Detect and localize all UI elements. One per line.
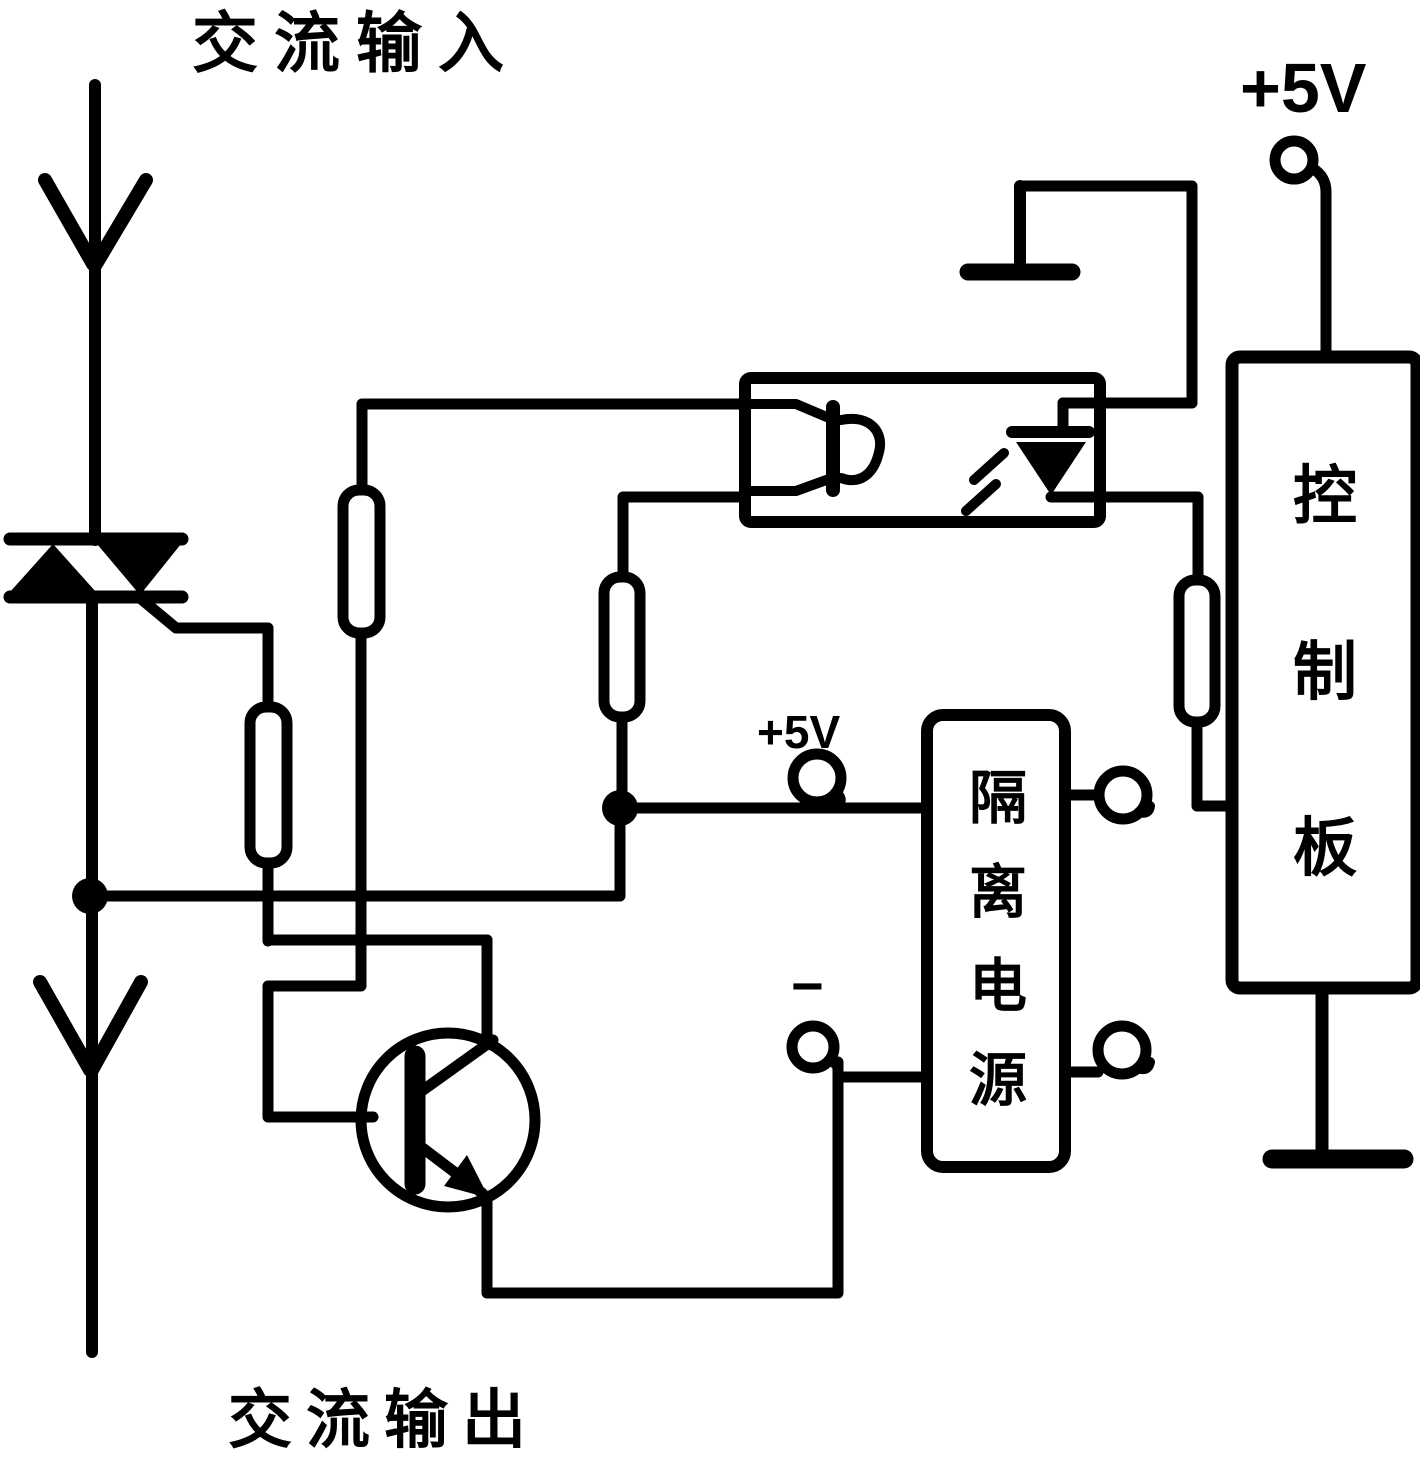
opto-cathode-wire	[1045, 491, 1204, 586]
resistor-r3	[598, 571, 646, 723]
plus5v-top-label: +5V	[1240, 49, 1367, 127]
transistor-circle	[355, 1027, 541, 1213]
control-board-char: 控	[1293, 460, 1357, 532]
emitter-arrow-icon	[444, 1155, 489, 1198]
plus5v-mid-terminal-circle	[787, 748, 847, 808]
terminal-curl	[825, 1055, 844, 1079]
iso-bottom-terminal-circle	[1092, 1020, 1152, 1080]
optocoupler-icon	[739, 372, 1106, 528]
control-board-char: 板	[1293, 812, 1357, 884]
triac-upper-triangle	[97, 544, 181, 595]
isolation-supply-char: 电	[969, 954, 1027, 1019]
ac-input-line	[33, 79, 153, 1358]
main-horizontal-wire	[84, 802, 626, 902]
terminal-curl	[1134, 801, 1155, 818]
phototransistor-hook	[836, 413, 886, 485]
plus5v-mid-label: +5V	[757, 706, 840, 758]
led-light-arrow-icon	[969, 448, 1009, 485]
ac-input-label: 交流输入	[192, 6, 520, 80]
r4-to-control-board-wire	[1191, 716, 1238, 812]
minus-terminal-circle	[786, 1020, 840, 1074]
transistor-collector-line	[413, 1034, 499, 1099]
control-board-char: 制	[1293, 636, 1357, 708]
triac-lower-triangle	[10, 544, 96, 592]
plus5v-to-control-board-wire	[1306, 162, 1332, 363]
iso-top-terminal-circle	[1093, 765, 1153, 825]
ac-output-label: 交流输出	[228, 1384, 540, 1456]
isolation-supply-box: 隔 离 电 源	[921, 709, 1155, 1173]
resistor-r1	[244, 701, 293, 869]
ac-output-arrow-icon	[33, 975, 97, 1077]
emitter-network: −	[481, 954, 933, 1299]
led-light-arrow-icon	[961, 479, 1001, 516]
ac-input-arrow-icon	[89, 173, 153, 271]
led-triangle	[1016, 442, 1086, 495]
phototransistor-bottom-lead	[742, 474, 834, 496]
opto-left-bottom-pin-wire	[617, 491, 751, 583]
terminal-curl	[831, 788, 846, 810]
plus5v-top-terminal-circle	[1269, 135, 1319, 185]
isolation-supply-char: 隔	[969, 766, 1027, 831]
opto-left-top-pin-wire	[356, 398, 751, 496]
base-jog-wire	[262, 627, 379, 1123]
phototransistor-top-lead	[742, 399, 834, 423]
isolation-supply-outline	[921, 709, 1071, 1173]
plus5v-mid-rail: +5V	[614, 706, 933, 814]
plus5v-top-supply: +5V	[1240, 49, 1367, 363]
terminal-curl	[1133, 1057, 1155, 1075]
minus-terminal-label: −	[791, 954, 824, 1017]
main-rail	[72, 790, 638, 914]
isolation-supply-char: 源	[969, 1048, 1027, 1113]
ac-output-arrow-icon	[85, 975, 148, 1077]
control-board-box: 控 制 板	[1225, 350, 1420, 1169]
base-network	[262, 398, 751, 1123]
emitter-return-wire	[481, 1056, 844, 1299]
junction-dot	[72, 878, 108, 914]
gate-network	[134, 592, 493, 1044]
r3-network	[598, 491, 751, 805]
ac-input-arrow-icon	[38, 173, 100, 271]
npn-transistor-icon	[355, 1027, 541, 1213]
isolation-supply-char: 离	[969, 860, 1027, 925]
opto-right-network	[959, 180, 1238, 812]
opto-anode-to-ground-wire	[1014, 180, 1198, 409]
resistor-r4	[1173, 574, 1221, 728]
gate-wire	[134, 592, 274, 713]
resistor-r2	[337, 484, 386, 639]
triac-icon	[3, 532, 189, 604]
